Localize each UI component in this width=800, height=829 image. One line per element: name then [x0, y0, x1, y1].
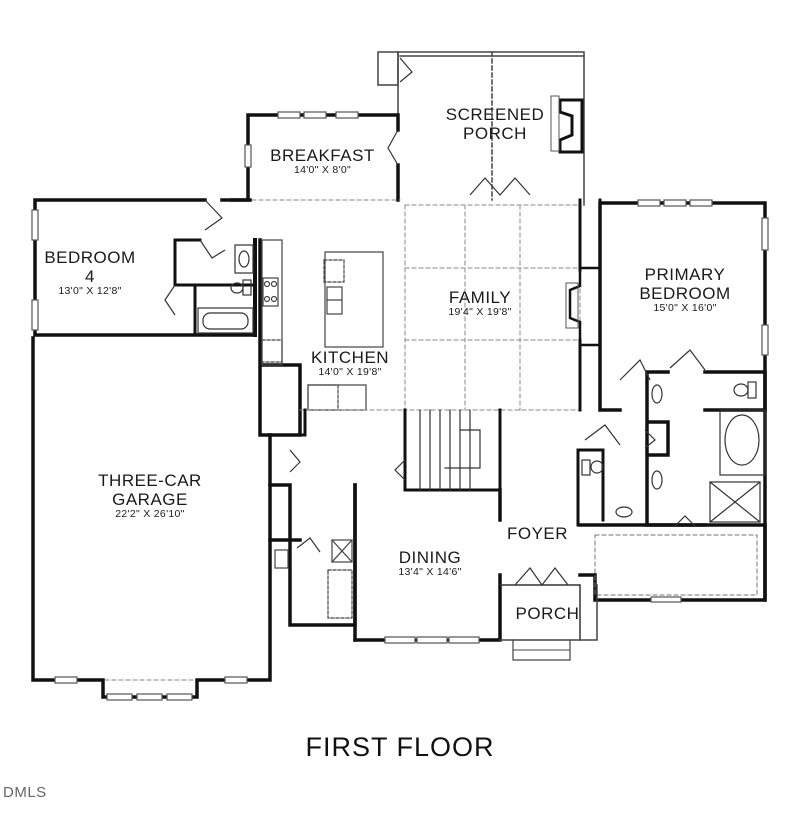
room-name: FOYER [506, 524, 569, 543]
room-label-dining: DINING 13'4" X 14'6" [380, 549, 480, 578]
room-dimensions: 13'4" X 14'6" [398, 566, 462, 578]
kitchen-walls [258, 238, 302, 437]
staircase [403, 408, 502, 492]
floor-title: FIRST FLOOR [305, 732, 495, 762]
room-label-kitchen: KITCHEN 14'0" X 19'8" [295, 349, 405, 378]
room-label-foyer: FOYER [495, 525, 580, 542]
room-name: PORCH [463, 124, 527, 143]
room-name: PORCH [515, 604, 580, 623]
room-name: FAMILY [448, 288, 512, 307]
room-name: KITCHEN [310, 348, 390, 367]
room-label-porch: PORCH [505, 605, 590, 622]
bedroom4-walls [33, 198, 257, 337]
room-name: DINING [398, 548, 462, 567]
room-name: SCREENED [445, 105, 545, 124]
right-front-walls [578, 523, 767, 602]
family-grid [404, 204, 581, 411]
room-label-family: FAMILY 19'4" X 19'8" [420, 289, 540, 318]
room-dimensions: 13'0" X 12'8" [58, 285, 122, 297]
room-name: BEDROOM [639, 284, 731, 303]
room-dimensions: 22'2" X 26'10" [115, 508, 185, 520]
front-porch-walls [499, 584, 581, 641]
room-name: 4 [85, 267, 95, 286]
family-fireplace [568, 266, 602, 347]
room-name: GARAGE [112, 490, 188, 509]
dining-walls [353, 483, 502, 642]
room-label-breakfast: BREAKFAST 14'0" X 8'0" [250, 147, 395, 176]
room-dimensions: 14'0" X 8'0" [293, 164, 352, 176]
room-label-primary-bedroom: PRIMARY BEDROOM 15'0" X 16'0" [620, 266, 750, 314]
mls-watermark: DMLS [3, 784, 47, 801]
room-label-garage: THREE-CAR GARAGE 22'2" X 26'10" [80, 472, 220, 520]
room-name: THREE-CAR [98, 471, 202, 490]
room-dimensions: 14'0" X 19'8" [318, 366, 382, 378]
room-dimensions: 15'0" X 16'0" [653, 302, 717, 314]
porch-fireplace [558, 98, 584, 154]
room-dimensions: 19'4" X 19'8" [448, 306, 512, 318]
family-right-wall [578, 198, 602, 412]
room-name: BREAKFAST [270, 146, 375, 165]
room-label-bedroom-4: BEDROOM 4 13'0" X 12'8" [40, 249, 140, 297]
mudroom-walls [268, 483, 502, 642]
room-name: PRIMARY [644, 265, 726, 284]
room-label-screened-porch: SCREENED PORCH [420, 106, 570, 142]
room-name: BEDROOM [44, 248, 136, 267]
screened-porch-walls [377, 51, 585, 206]
primary-bath-walls [645, 370, 767, 602]
